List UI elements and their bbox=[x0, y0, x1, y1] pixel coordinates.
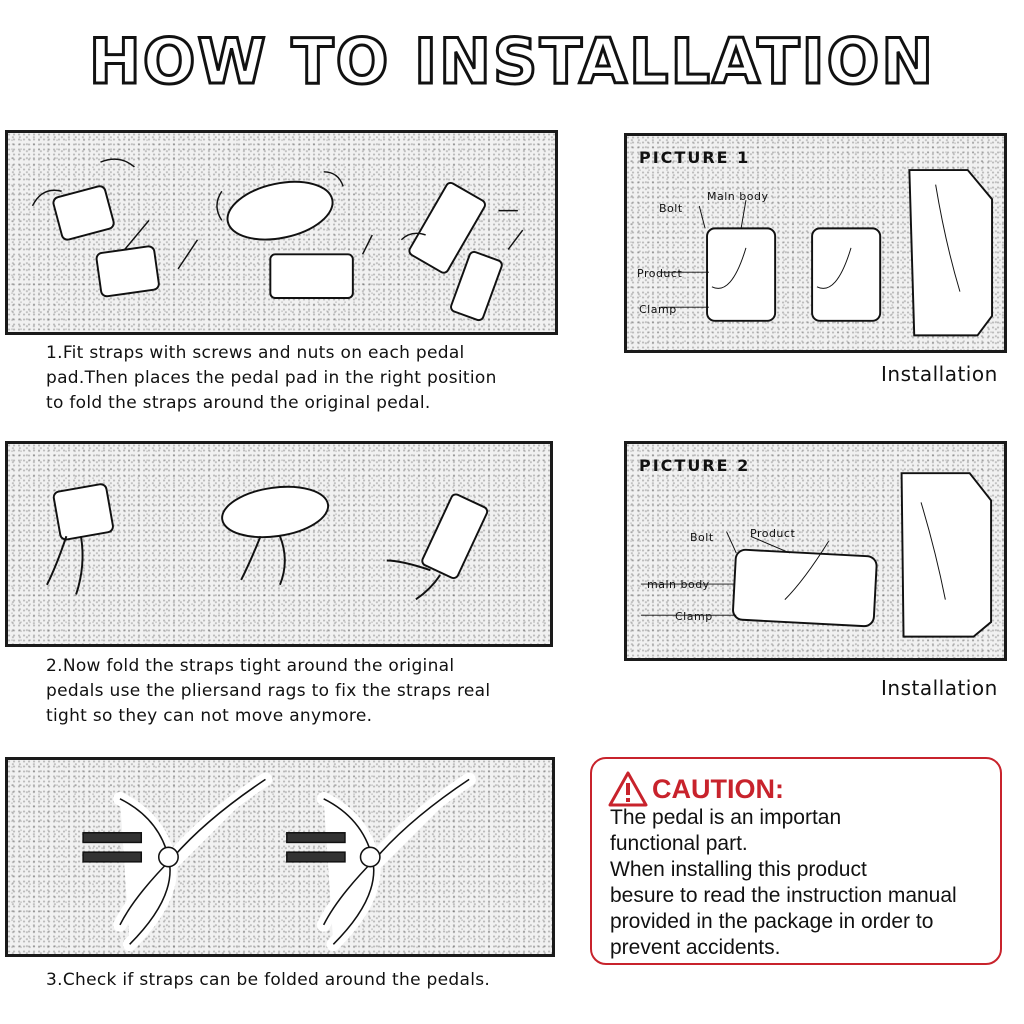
caution-line: provided in the package in order to bbox=[610, 910, 934, 933]
picture2-label-product: Product bbox=[750, 527, 796, 540]
picture1-panel: PICTURE 1 Maln body Bolt Product Clamp bbox=[624, 133, 1007, 353]
page-title: HOW TO INSTALLATION bbox=[87, 24, 936, 100]
picture1-title: PICTURE 1 bbox=[639, 148, 751, 167]
picture2-title: PICTURE 2 bbox=[639, 456, 751, 475]
picture2-label-main-body: maln body bbox=[647, 578, 710, 591]
picture1-caption: Installation bbox=[881, 362, 998, 386]
step2-caption: 2.Now fold the straps tight around the o… bbox=[46, 654, 490, 729]
step1-caption-line: 1.Fit straps with screws and nuts on eac… bbox=[46, 343, 465, 363]
warning-triangle-icon bbox=[608, 771, 648, 807]
picture2-caption: Installation bbox=[881, 676, 998, 700]
step1-caption: 1.Fit straps with screws and nuts on eac… bbox=[46, 341, 497, 416]
caution-line: functional part. bbox=[610, 832, 748, 855]
step2-caption-line: 2.Now fold the straps tight around the o… bbox=[46, 656, 455, 676]
step2-caption-line: tight so they can not move anymore. bbox=[46, 706, 373, 726]
caution-line: prevent accidents. bbox=[610, 936, 781, 959]
caution-box: CAUTION: The pedal is an importan functi… bbox=[590, 757, 1002, 965]
picture1-label-main-body: Maln body bbox=[707, 190, 769, 203]
step3-illustration bbox=[5, 757, 555, 957]
picture2-label-bolt: Bolt bbox=[690, 531, 714, 544]
picture2-label-clamp: Clamp bbox=[675, 610, 713, 623]
step1-drawing bbox=[31, 158, 524, 322]
step2-drawing bbox=[46, 483, 489, 601]
picture2-drawing bbox=[640, 472, 993, 638]
caution-line: The pedal is an importan bbox=[610, 806, 842, 829]
picture1-label-product: Product bbox=[637, 267, 683, 280]
step2-caption-line: pedals use the pliersand rags to fix the… bbox=[46, 681, 491, 701]
picture1-drawing bbox=[660, 169, 994, 337]
step1-caption-line: to fold the straps around the original p… bbox=[46, 393, 431, 413]
step3-drawing bbox=[82, 772, 476, 952]
step1-illustration bbox=[5, 130, 558, 335]
caution-line: besure to read the instruction manual bbox=[610, 884, 957, 907]
caution-title: CAUTION: bbox=[652, 773, 784, 804]
caution-line: When installing this product bbox=[610, 858, 867, 881]
picture2-panel: PICTURE 2 Bolt Product maln body Clamp bbox=[624, 441, 1007, 661]
step2-illustration bbox=[5, 441, 553, 647]
caution-header: CAUTION: bbox=[608, 769, 784, 809]
caution-text: The pedal is an importan functional part… bbox=[610, 805, 1000, 961]
step3-caption: 3.Check if straps can be folded around t… bbox=[46, 968, 490, 993]
picture1-label-bolt: Bolt bbox=[659, 202, 683, 215]
step1-caption-line: pad.Then places the pedal pad in the rig… bbox=[46, 368, 497, 388]
step3-caption-line: 3.Check if straps can be folded around t… bbox=[46, 970, 491, 990]
picture1-label-clamp: Clamp bbox=[639, 303, 677, 316]
